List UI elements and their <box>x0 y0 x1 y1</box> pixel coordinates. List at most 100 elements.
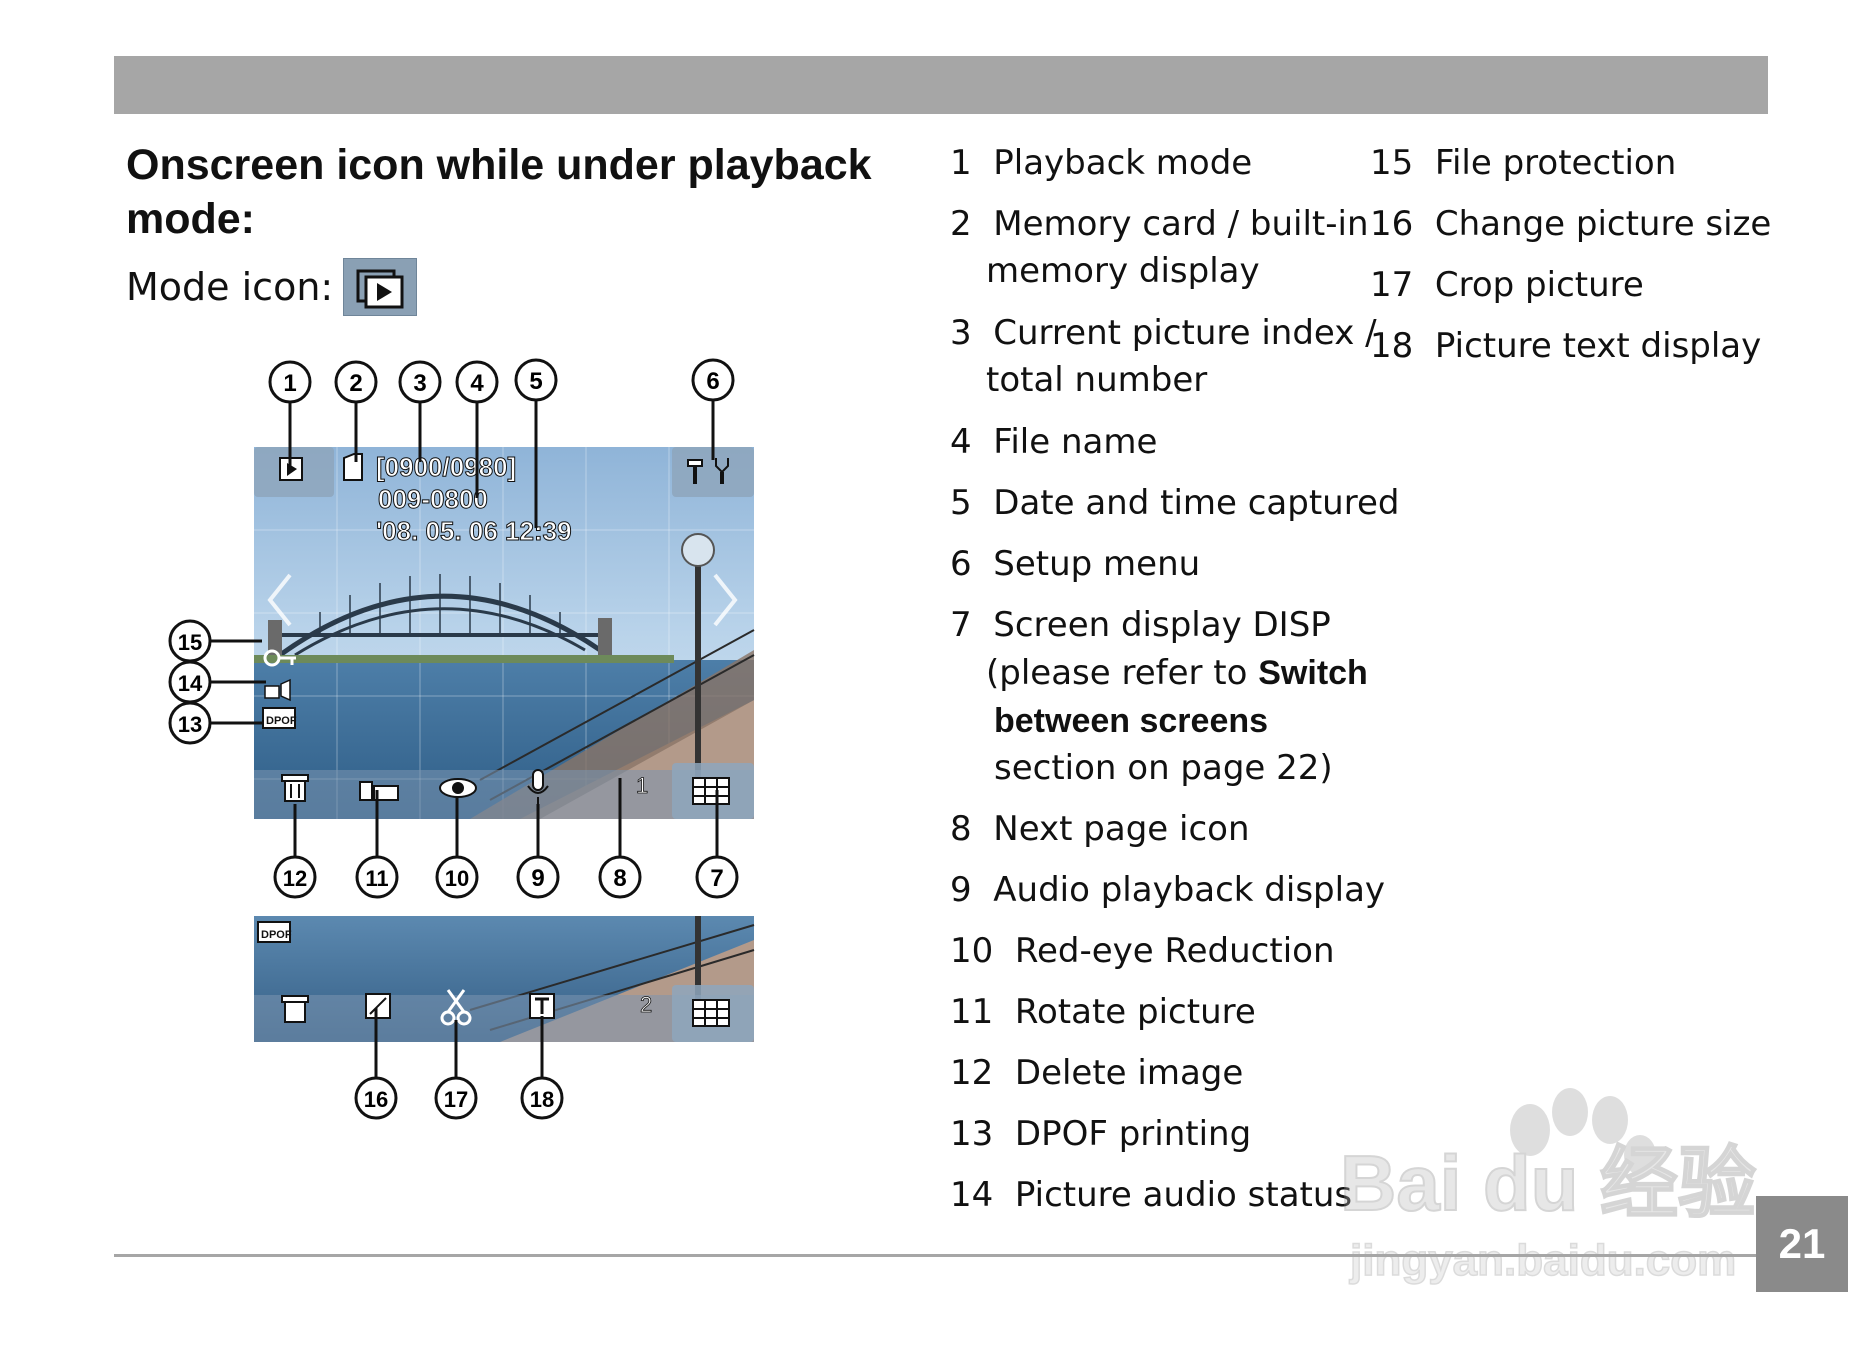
callout-8-label: 8 <box>613 865 626 892</box>
lcd-dpof-text-2: DPOF <box>261 929 292 941</box>
memory-card-icon <box>344 454 362 480</box>
callout-6-label: 6 <box>706 368 719 395</box>
callout-6: 6 <box>693 360 733 400</box>
lcd-page-1: 1 <box>636 773 648 798</box>
callout-3-label: 3 <box>413 370 426 397</box>
callout-14: 14 <box>170 662 210 702</box>
legend-text-cont: total number <box>986 357 1207 403</box>
lcd-main-screen <box>254 447 754 819</box>
callout-9: 9 <box>518 857 558 897</box>
legend-text: Current picture index / <box>993 313 1376 353</box>
callout-2-label: 2 <box>349 370 362 397</box>
legend-text: Memory card / built-in <box>993 204 1368 244</box>
legend-item-2: 2 Memory card / built-in <box>950 201 1369 247</box>
legend-cont-bold-b: between screens <box>994 702 1268 740</box>
lcd-datetime-text: '08. 05. 06 12:39 <box>376 516 572 546</box>
legend-num: 3 <box>950 313 972 353</box>
legend-text: Red-eye Reduction <box>1015 931 1335 971</box>
legend-text: Picture audio status <box>1015 1175 1352 1215</box>
callout-15-label: 15 <box>178 630 202 655</box>
callout-1-label: 1 <box>283 370 296 397</box>
legend-text-cont: between screens <box>994 698 1268 744</box>
legend-num: 8 <box>950 809 972 849</box>
legend-num: 7 <box>950 605 972 645</box>
legend-cont-a: (please refer to <box>986 653 1258 693</box>
delete-trash-icon <box>282 775 308 801</box>
legend-text: Next page icon <box>993 809 1249 849</box>
legend-item-14: 14 Picture audio status <box>950 1172 1352 1218</box>
callout-16-label: 16 <box>364 1087 388 1112</box>
watermark-brand: Bai du 经验 <box>1340 1139 1756 1227</box>
legend-cont-bold-a: Switch <box>1258 654 1368 692</box>
callout-11-label: 11 <box>365 866 388 891</box>
dpof-icon: DPOF <box>263 708 297 728</box>
next-page-grid-icon <box>693 778 729 804</box>
callout-10-label: 10 <box>445 866 469 891</box>
callout-11: 11 <box>357 857 397 897</box>
lcd-index-text: [0900/0980] <box>376 452 516 482</box>
legend-text: Crop picture <box>1435 265 1644 305</box>
legend-item-4: 4 File name <box>950 419 1157 465</box>
legend-num: 4 <box>950 422 972 462</box>
page-number-box: 21 <box>1756 1196 1848 1292</box>
callout-1: 1 <box>270 362 310 402</box>
resize-icon <box>366 994 390 1018</box>
callout-4-label: 4 <box>470 370 484 397</box>
legend-text-cont: memory display <box>986 248 1260 294</box>
legend-num: 5 <box>950 483 972 523</box>
legend-item-5: 5 Date and time captured <box>950 480 1399 526</box>
lcd-secondary-strip <box>254 916 754 1042</box>
legend-item-18: 18 Picture text display <box>1370 323 1761 369</box>
legend-item-17: 17 Crop picture <box>1370 262 1644 308</box>
legend-num: 18 <box>1370 326 1413 366</box>
legend-text: Setup menu <box>993 544 1200 584</box>
legend-text: Delete image <box>1015 1053 1243 1093</box>
callout-10: 10 <box>437 857 477 897</box>
legend-text-cont: section on page 22) <box>994 745 1333 791</box>
callout-18-label: 18 <box>530 1087 554 1112</box>
callout-3: 3 <box>400 362 440 402</box>
dpof-icon-strip: DPOF <box>258 922 292 942</box>
callout-7-label: 7 <box>710 865 723 892</box>
watermark-url: jingyan.baidu.com <box>1349 1236 1736 1285</box>
callout-9-label: 9 <box>531 865 544 892</box>
legend-num: 12 <box>950 1053 993 1093</box>
delete-trash-icon-strip <box>282 996 308 1022</box>
callout-16: 16 <box>356 1078 396 1118</box>
legend-text: Picture text display <box>1435 326 1761 366</box>
lcd-page-2: 2 <box>640 992 652 1017</box>
legend-item-7: 7 Screen display DISP <box>950 602 1331 648</box>
legend-item-10: 10 Red-eye Reduction <box>950 928 1335 974</box>
legend-item-8: 8 Next page icon <box>950 806 1250 852</box>
legend-num: 15 <box>1370 143 1413 183</box>
baidu-watermark: Bai du 经验 jingyan.baidu.com <box>1330 1080 1770 1300</box>
callout-2: 2 <box>336 362 376 402</box>
legend-item-3: 3 Current picture index / <box>950 310 1377 356</box>
callout-13-label: 13 <box>178 712 202 737</box>
legend-text-cont: (please refer to Switch <box>986 650 1368 696</box>
lcd-dpof-text: DPOF <box>266 715 297 727</box>
callout-8: 8 <box>600 857 640 897</box>
callout-7: 7 <box>697 857 737 897</box>
next-page-grid-icon-strip <box>693 1000 729 1026</box>
callout-12: 12 <box>275 857 315 897</box>
legend-text: DPOF printing <box>1015 1114 1251 1154</box>
callout-5-label: 5 <box>529 368 542 395</box>
legend-item-9: 9 Audio playback display <box>950 867 1385 913</box>
legend-num: 16 <box>1370 204 1413 244</box>
page-number: 21 <box>1779 1220 1826 1268</box>
legend-text: Playback mode <box>993 143 1252 183</box>
legend-item-1: 1 Playback mode <box>950 140 1252 186</box>
callout-5: 5 <box>516 360 556 400</box>
legend-num: 11 <box>950 992 993 1032</box>
callout-17-label: 17 <box>444 1087 468 1112</box>
legend-item-15: 15 File protection <box>1370 140 1676 186</box>
legend-num: 14 <box>950 1175 993 1215</box>
legend-num: 2 <box>950 204 972 244</box>
legend-num: 10 <box>950 931 993 971</box>
callout-15: 15 <box>170 621 210 661</box>
legend-item-11: 11 Rotate picture <box>950 989 1256 1035</box>
legend-text: Rotate picture <box>1015 992 1256 1032</box>
callout-18: 18 <box>522 1078 562 1118</box>
red-eye-icon <box>440 779 476 797</box>
